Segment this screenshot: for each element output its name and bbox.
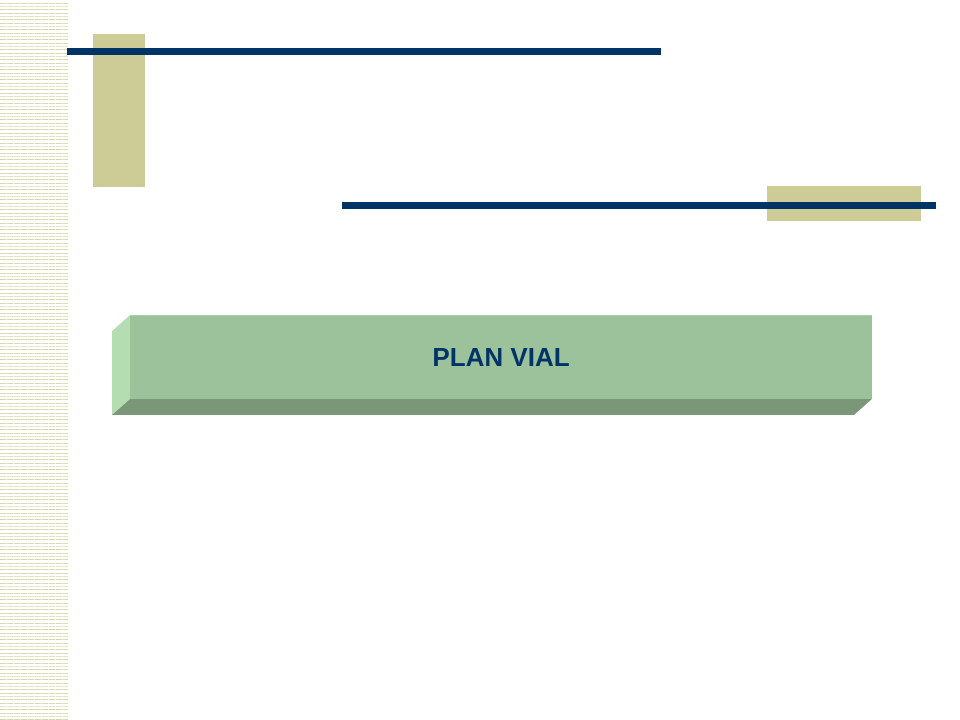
slide-title: PLAN VIAL (432, 341, 570, 372)
bevel-box-shape (112, 315, 872, 415)
bevel-box-bottom-side (112, 399, 872, 415)
bevel-box-left-side (112, 315, 130, 415)
decorative-navy-line-top (67, 48, 661, 55)
decorative-tan-block-top (93, 34, 145, 187)
decorative-navy-line-middle (342, 202, 936, 209)
bevel-box-face (130, 315, 872, 399)
decorative-stripe-bar (0, 0, 68, 720)
title-bevel-box: PLAN VIAL (112, 315, 872, 415)
